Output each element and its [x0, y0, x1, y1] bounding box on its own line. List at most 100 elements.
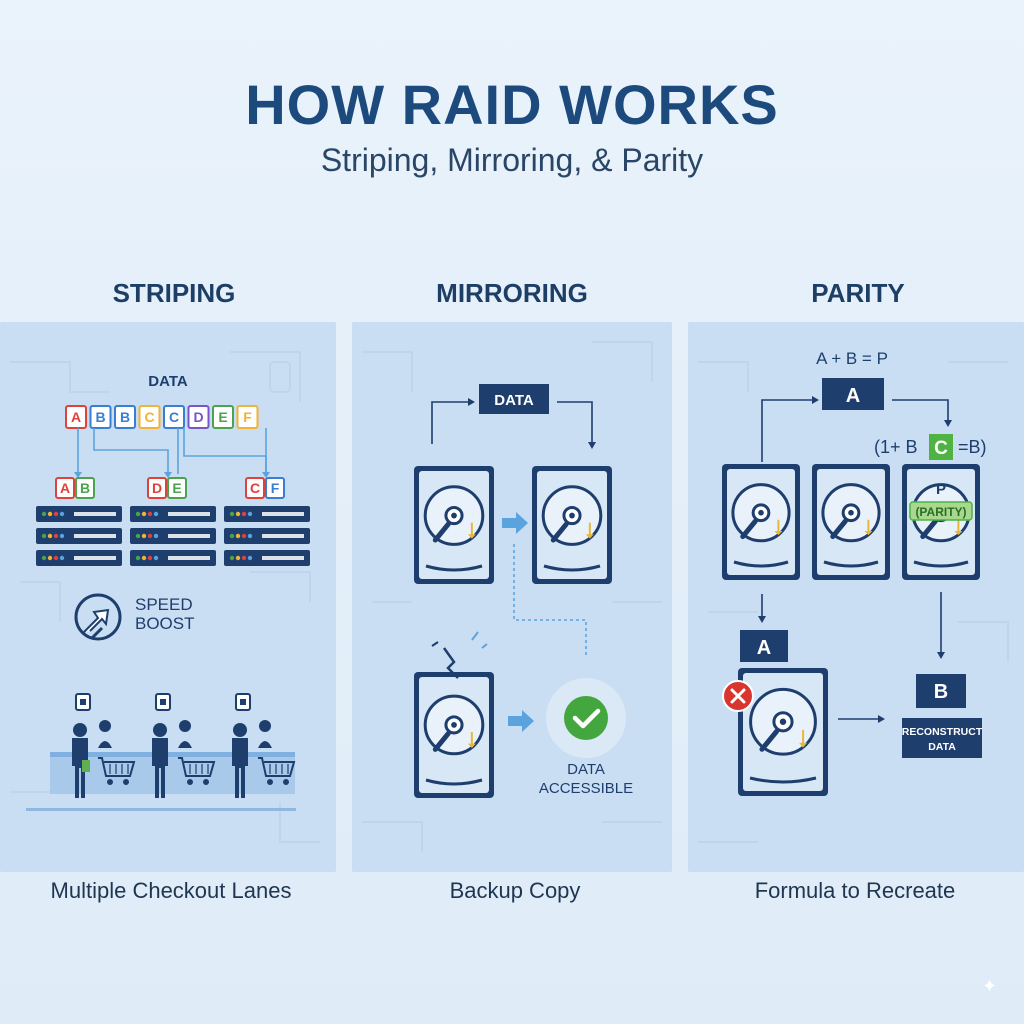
status-led [229, 533, 235, 539]
recovered-block-b [916, 674, 966, 708]
data-block [138, 405, 161, 429]
parity-block-a [822, 378, 884, 410]
parity-down-arrowheads [758, 616, 945, 723]
status-led [53, 533, 59, 539]
status-led [241, 533, 247, 539]
striping-arrowheads [74, 472, 270, 478]
circuit-background [698, 361, 1009, 843]
reconstruct-line2: DATA [928, 741, 956, 753]
status-led [141, 533, 147, 539]
status-led [41, 533, 47, 539]
status-led [47, 555, 53, 561]
accessible-line2: ACCESSIBLE [539, 780, 633, 797]
status-led [47, 511, 53, 517]
drive-block [167, 477, 187, 499]
status-led [153, 533, 159, 539]
data-block-label: C [169, 409, 179, 425]
drive-block-label: C [250, 480, 260, 496]
failover-arrow-icon [508, 710, 534, 732]
speed-boost-line2: BOOST [135, 614, 195, 633]
status-led [135, 555, 141, 561]
status-led [241, 555, 247, 561]
cashier-icon [259, 720, 271, 732]
data-block [163, 405, 185, 429]
data-block-label: C [144, 409, 154, 425]
status-led [147, 555, 153, 561]
status-led [229, 555, 235, 561]
status-led [247, 555, 253, 561]
drive-primary-icon [414, 466, 494, 584]
cashier-icon [99, 720, 111, 732]
parity-formula: A + B = P [816, 349, 888, 368]
status-led [153, 555, 159, 561]
data-block-label: D [193, 409, 203, 425]
failover-dotted-line [513, 544, 587, 658]
drive-slot [168, 512, 210, 516]
parity-tag [909, 501, 973, 521]
error-x-icon [722, 680, 754, 712]
speed-boost-line1: SPEED [135, 595, 193, 614]
mirror-split-arrows [431, 401, 593, 444]
status-led [135, 533, 141, 539]
parity-caption: Formula to Recreate [754, 878, 956, 903]
status-led [235, 555, 241, 561]
reconstruct-line1: RECONSTRUCT [902, 726, 983, 738]
drive-mirror-icon [532, 466, 612, 584]
status-led [59, 533, 65, 539]
parity-equation-box-label: C [934, 438, 948, 459]
page-title: HOW RAID WORKS [245, 73, 779, 136]
parity-block-a-label: A [846, 385, 860, 407]
copy-arrow-icon [502, 512, 528, 534]
status-led [59, 511, 65, 517]
status-led [153, 511, 159, 517]
drive-block-label: F [271, 480, 280, 496]
parity-panel: A + B = P A (1+ B C =B) P (PARITY) A [688, 322, 1024, 872]
drive-block-label: D [152, 480, 162, 496]
data-block-label: E [218, 409, 227, 425]
status-led [53, 511, 59, 517]
data-block [114, 405, 136, 429]
status-led [235, 511, 241, 517]
checkout-lanes-illustration [26, 693, 296, 811]
reconstruct-data-box [902, 718, 982, 758]
cashier-icon [179, 720, 191, 732]
data-block [212, 405, 234, 429]
drive-slot [262, 534, 304, 538]
status-led [141, 555, 147, 561]
data-block-label: F [243, 409, 252, 425]
customer-icon [233, 723, 247, 737]
status-led [47, 533, 53, 539]
data-block [187, 405, 210, 429]
status-led [229, 511, 235, 517]
parity-down-arrows [761, 592, 942, 720]
data-block [65, 405, 87, 429]
drive-slot [168, 534, 210, 538]
checkmark-icon [546, 678, 626, 758]
parity-split-arrowheads [812, 396, 952, 427]
cart-icon [98, 757, 136, 777]
parity-heading: PARITY [811, 278, 905, 308]
failed-block-a [740, 630, 788, 662]
mirroring-caption: Backup Copy [449, 878, 581, 903]
status-led [247, 533, 253, 539]
drive-block [245, 477, 265, 499]
striping-connectors [77, 428, 267, 474]
customer-icon [73, 723, 87, 737]
accessible-line1: DATA [567, 761, 605, 778]
customer-icon [153, 723, 167, 737]
drive-block [75, 477, 95, 499]
parity-equation-box [929, 434, 953, 460]
sparkle-icon: ✦ [982, 976, 998, 996]
drive-slot [74, 556, 116, 560]
status-led [247, 511, 253, 517]
mirror-split-arrowheads [468, 398, 596, 449]
status-led [135, 511, 141, 517]
drive-block [147, 477, 167, 499]
green-item-icon [82, 760, 90, 772]
mirroring-panel: DATA DATA ACCE [352, 322, 672, 872]
failed-drive-icon [738, 668, 828, 796]
drive-slot [74, 512, 116, 516]
parity-drive-a-icon [722, 464, 800, 580]
